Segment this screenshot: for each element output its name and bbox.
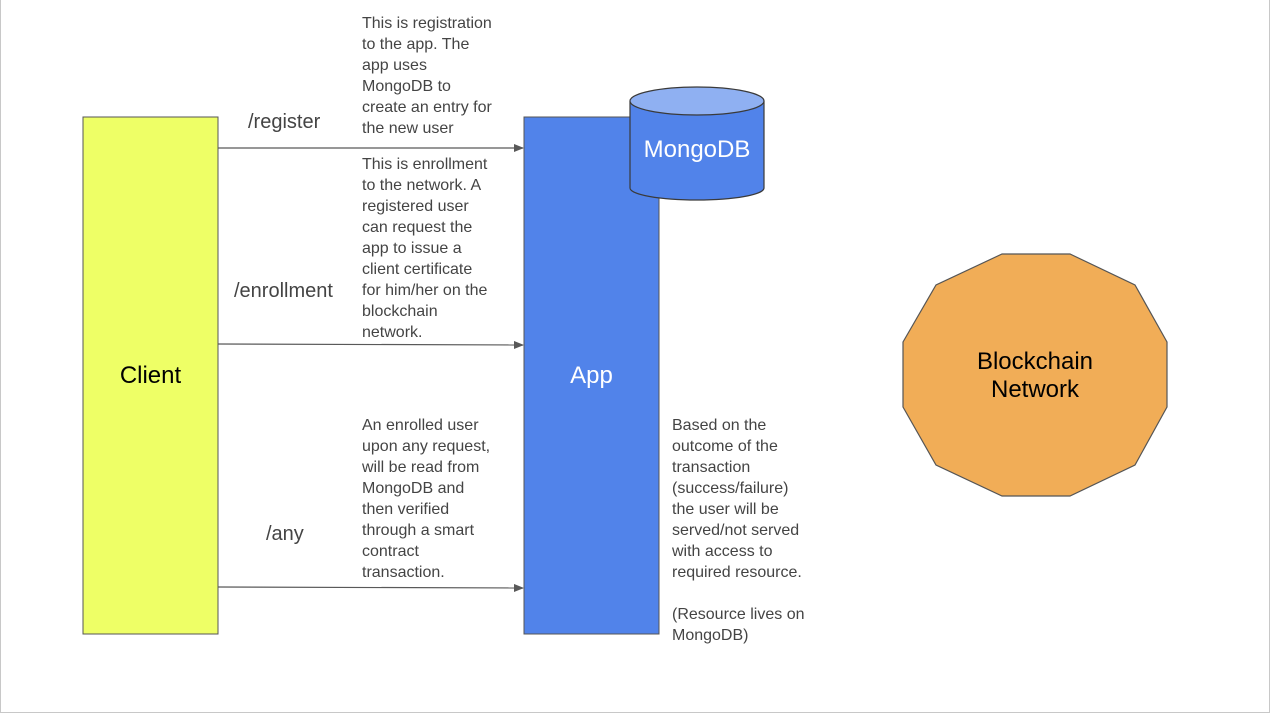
client-box bbox=[82, 116, 219, 635]
outcome-note: Based on the outcome of the transaction … bbox=[672, 417, 805, 644]
enrollment-edge-label: /enrollment bbox=[234, 280, 333, 302]
app-box bbox=[523, 116, 660, 635]
client-label: Client bbox=[119, 362, 182, 389]
blockchain-decagon bbox=[902, 253, 1168, 497]
any-note: An enrolled user upon any request, will … bbox=[362, 417, 491, 581]
mongodb-cylinder bbox=[629, 86, 765, 201]
register-note: This is registration to the app. The app… bbox=[362, 15, 492, 137]
app-label: App bbox=[570, 362, 613, 389]
register-edge-label: /register bbox=[248, 111, 321, 133]
mongodb-label: MongoDB bbox=[643, 136, 751, 163]
any-edge-label: /any bbox=[266, 523, 304, 545]
any-arrow bbox=[217, 583, 524, 592]
enrollment-arrow bbox=[217, 340, 524, 349]
blockchain-label: Blockchain Network bbox=[976, 348, 1094, 403]
enrollment-note: This is enrollment to the network. A reg… bbox=[362, 156, 488, 341]
